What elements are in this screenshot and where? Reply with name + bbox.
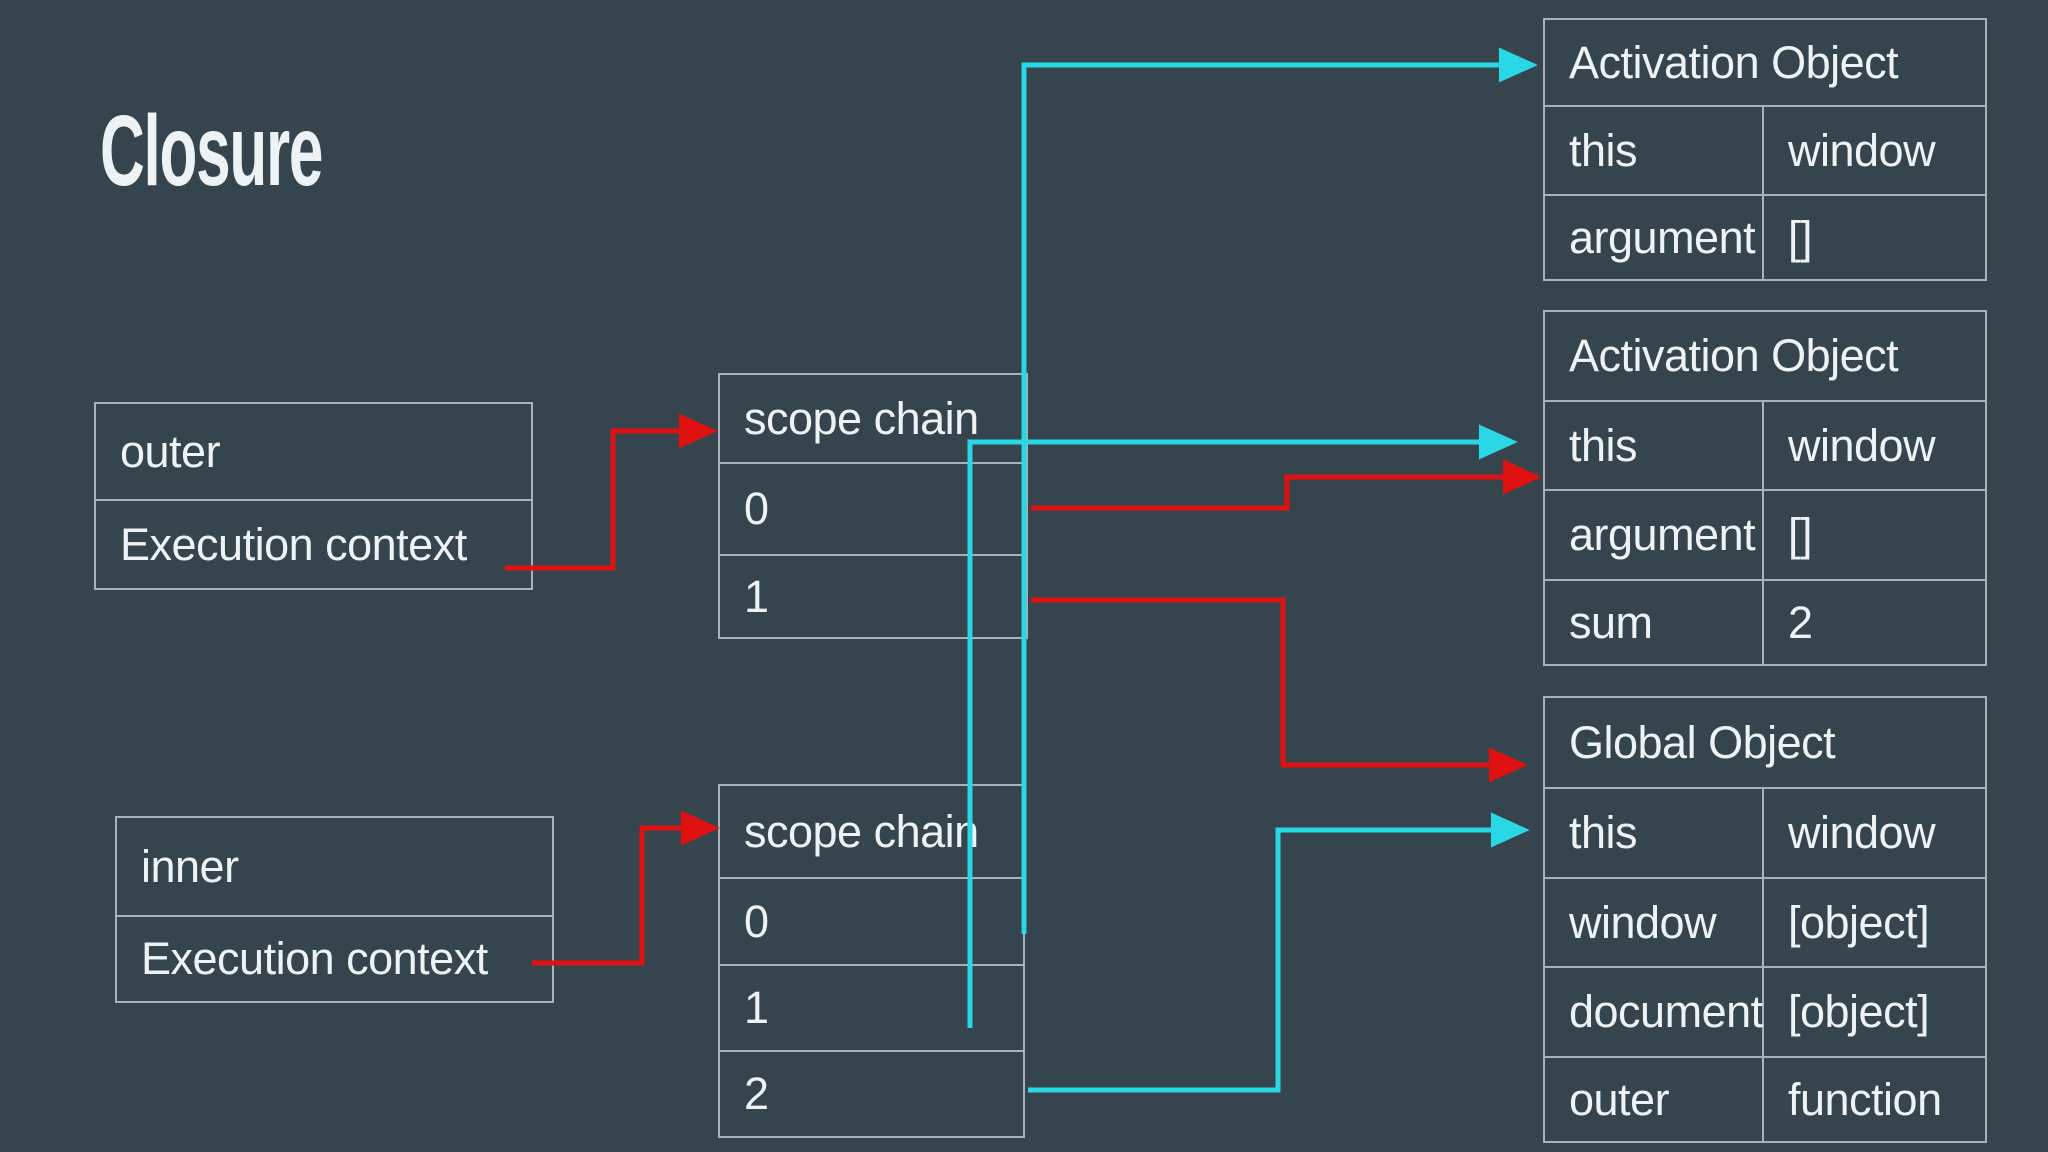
outer-function-name: outer <box>120 425 221 477</box>
property-value: [object] <box>1788 896 1930 948</box>
scope-chain-header: scope chain <box>744 805 979 857</box>
scope-chain-index-0: 0 <box>744 895 769 947</box>
property-name: sum <box>1545 581 1764 664</box>
property-name: this <box>1545 107 1764 194</box>
inner-function-name: inner <box>141 840 239 892</box>
table-row: document [object] <box>1545 966 1985 1056</box>
property-value: [object] <box>1788 986 1930 1037</box>
property-value: window <box>1788 419 1936 471</box>
arrow-outer-scope-0-to-outer-activation-object <box>1031 459 1542 511</box>
property-name: argument <box>1545 491 1764 579</box>
inner-scope-chain-table: scope chain 0 1 2 <box>718 784 1025 1138</box>
property-name: outer <box>1545 1058 1764 1141</box>
property-value: window <box>1788 124 1936 176</box>
scope-chain-index-2: 2 <box>744 1068 769 1119</box>
property-value: [] <box>1788 509 1813 560</box>
property-value: 2 <box>1788 596 1813 648</box>
outer-scope-chain-table: scope chain 0 1 <box>718 373 1028 639</box>
property-value: window <box>1788 807 1936 858</box>
table-row: outer function <box>1545 1056 1985 1141</box>
arrow-inner-scope-2-to-global-object <box>1028 812 1530 1093</box>
property-name: argument <box>1545 196 1764 279</box>
inner-activation-object-table: Activation Object this window argument [… <box>1543 18 1987 281</box>
property-name: window <box>1545 879 1764 966</box>
scope-chain-index-0: 0 <box>744 483 769 534</box>
arrow-outer-ec-to-outer-scope-chain <box>505 413 718 571</box>
scope-chain-index-1: 1 <box>744 982 769 1033</box>
property-name: document <box>1545 968 1764 1056</box>
inner-execution-context-box: inner Execution context <box>115 816 554 1003</box>
outer-activation-object-table: Activation Object this window argument [… <box>1543 310 1987 666</box>
table-row: argument [] <box>1545 194 1985 279</box>
arrow-outer-scope-1-to-global-object <box>1031 597 1528 783</box>
page-title: Closure <box>100 95 323 207</box>
arrow-inner-scope-0-to-inner-activation-object <box>1021 47 1538 934</box>
property-name: this <box>1545 402 1764 489</box>
table-row: this window <box>1545 787 1985 877</box>
table-title: Activation Object <box>1569 330 1899 381</box>
arrow-inner-ec-to-inner-scope-chain <box>532 810 720 966</box>
table-row: this window <box>1545 400 1985 489</box>
table-row: sum 2 <box>1545 579 1985 664</box>
scope-chain-header: scope chain <box>744 392 979 444</box>
property-name: this <box>1545 789 1764 877</box>
global-object-table: Global Object this window window [object… <box>1543 696 1987 1143</box>
scope-chain-index-1: 1 <box>744 570 769 622</box>
table-row: window [object] <box>1545 877 1985 966</box>
property-value: function <box>1788 1073 1942 1125</box>
table-title: Activation Object <box>1569 36 1899 88</box>
table-title: Global Object <box>1569 716 1836 768</box>
outer-execution-context-box: outer Execution context <box>94 402 533 590</box>
outer-execution-context-label: Execution context <box>120 518 467 570</box>
table-row: argument [] <box>1545 489 1985 579</box>
arrow-inner-scope-1-to-outer-activation-object <box>967 424 1518 1028</box>
property-value: [] <box>1788 211 1813 263</box>
inner-execution-context-label: Execution context <box>141 933 488 984</box>
table-row: this window <box>1545 105 1985 194</box>
